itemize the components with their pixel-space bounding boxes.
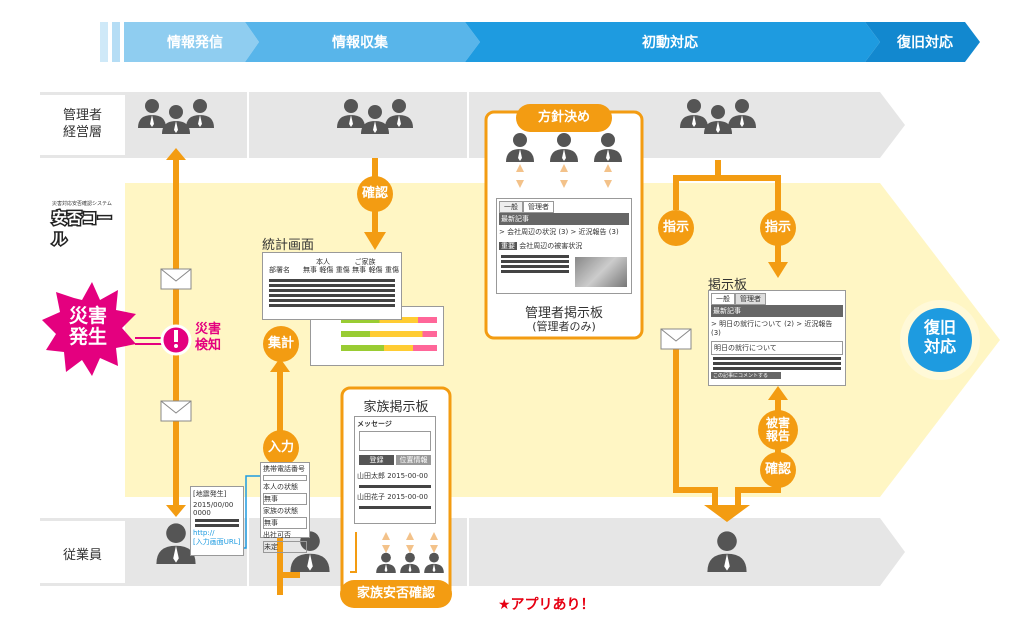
mail-icon-2 — [160, 400, 192, 422]
disaster-detection: 災害 検知 — [195, 322, 222, 354]
mail-icon-1 — [160, 268, 192, 290]
phase-arrows — [100, 22, 980, 62]
location-button[interactable]: 位置情報 — [396, 455, 431, 465]
logo-subtitle: 災害対応安否確認システム — [52, 201, 112, 207]
confirm-badge: 確認 — [357, 176, 393, 212]
family-confirm-pill: 家族安否確認 — [340, 580, 452, 608]
board-card: 一般 管理者 最新記事 > 明日の就行について (2) > 近況報告 (3) 明… — [708, 290, 846, 386]
register-button[interactable]: 登録 — [359, 455, 394, 465]
instruct-badge-2: 指示 — [760, 210, 796, 246]
logo-text: 安否コール — [51, 208, 114, 250]
board-title: 掲示板 — [708, 278, 748, 293]
row-label-employee: 従業員 — [62, 548, 102, 563]
damage-report-badge: 被害 報告 — [758, 410, 798, 450]
policy-pill: 方針決め — [516, 104, 612, 132]
family-board-card: メッセージ 登録 位置情報 山田太郎 2015-00-00 山田花子 2015-… — [354, 416, 436, 524]
manager-board-subtitle: (管理者のみ) — [532, 320, 596, 333]
manager-board-title: 管理者掲示板 — [524, 306, 603, 321]
manager-board-card: 一般 管理者 最新記事 > 会社周辺の状況 (3) > 近況報告 (3) 重要 … — [496, 198, 632, 294]
stats-screen-title: 統計画面 — [262, 238, 315, 253]
phone-field[interactable] — [263, 475, 307, 481]
disaster-occurrence: 災害 発生 — [68, 305, 107, 348]
recovery-label: 復旧 対応 — [923, 318, 956, 357]
attendance-select[interactable]: 未定 — [263, 541, 307, 553]
mail-card: [地震発生] 2015/00/00 0000 http:// [入力画面URL] — [190, 486, 244, 556]
phase-recovery: 復旧対応 — [897, 35, 953, 51]
self-status-select[interactable]: 無事 — [263, 493, 307, 505]
row-label-manager: 管理者 経営層 — [62, 108, 102, 140]
stats-table-card: 本人 ご家族 部署名 無事軽傷重傷無事軽傷重傷 — [262, 252, 402, 320]
phase-info-collect: 情報収集 — [332, 35, 388, 51]
app-available-note: ★アプリあり！ — [498, 597, 595, 613]
input-form-card: 携帯電話番号 本人の状態 無事 家族の状態 無事 出社可否 未定 — [260, 462, 310, 553]
logo: 災害対応安否確認システム 安否コール — [51, 200, 122, 250]
input-url-link[interactable]: http:// [入力画面URL] — [193, 529, 241, 546]
comment-button[interactable]: この記事にコメントする — [711, 372, 781, 379]
message-textarea[interactable] — [359, 431, 431, 451]
family-board-title: 家族掲示板 — [363, 400, 429, 415]
family-status-select[interactable]: 無事 — [263, 517, 307, 529]
phase-initial-response: 初動対応 — [642, 35, 698, 51]
mail-icon-3 — [660, 328, 692, 350]
damage-photo — [575, 257, 627, 287]
input-badge: 入力 — [263, 430, 299, 466]
phase-info-send: 情報発信 — [167, 35, 223, 51]
instruct-badge-1: 指示 — [658, 210, 694, 246]
confirm2-badge: 確認 — [760, 452, 796, 488]
aggregate-badge: 集計 — [263, 326, 299, 362]
